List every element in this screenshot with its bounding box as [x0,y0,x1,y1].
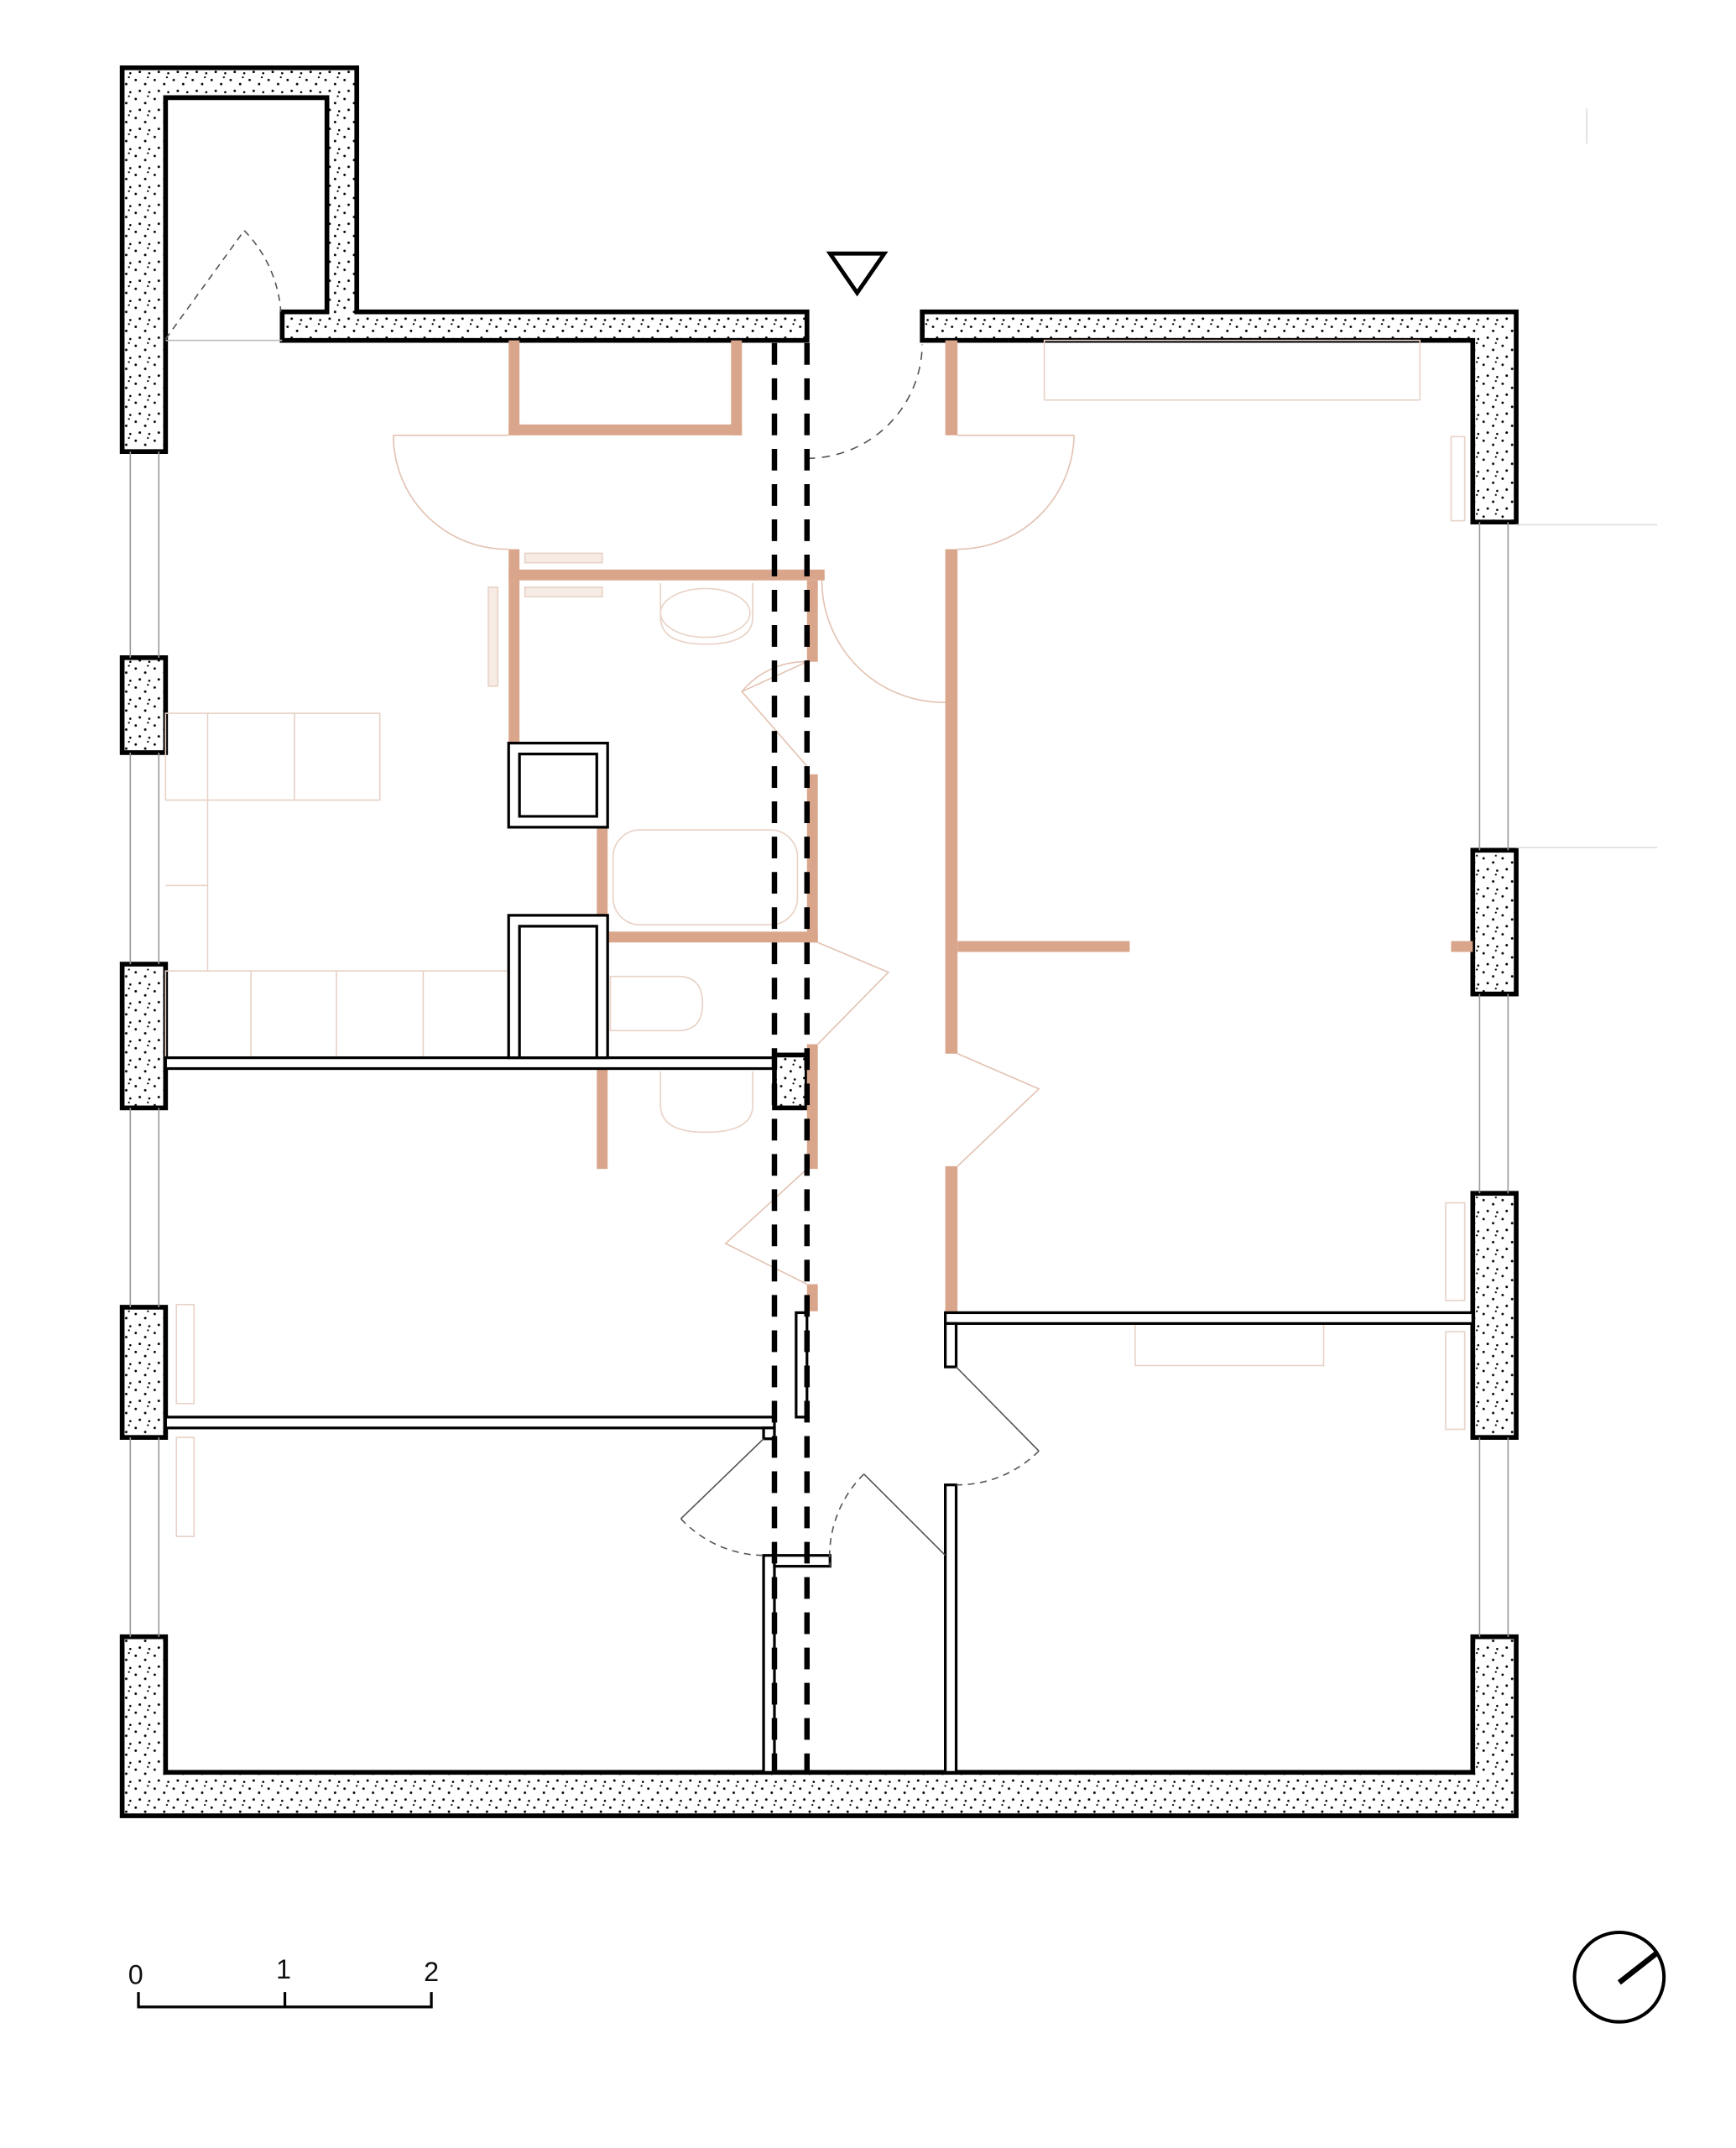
doors [164,230,1075,1567]
light-walls [164,742,1474,1774]
pier-left-2 [119,962,169,1111]
north-arrow-icon [1572,1931,1666,2024]
entrance-triangle-icon [826,251,889,297]
windows [129,108,1658,1637]
pier-right-2 [1470,1191,1519,1440]
scale-label-1: 1 [276,1954,291,1984]
scale-bar: 0 1 2 [128,1954,439,2009]
pier-left-3 [119,1305,169,1440]
scale-label-2: 2 [424,1957,439,1987]
column [772,1052,810,1111]
wall-top-right [920,309,1519,525]
dashed-beam-line [771,342,811,1773]
pier-right-1 [1470,847,1519,997]
pier-left-1 [119,655,169,755]
partition-walls [508,340,1473,1313]
wall-stair-tower [119,65,810,455]
scale-label-0: 0 [128,1959,143,1989]
structural-walls [119,65,1519,1818]
wall-bottom [119,1634,1519,1818]
